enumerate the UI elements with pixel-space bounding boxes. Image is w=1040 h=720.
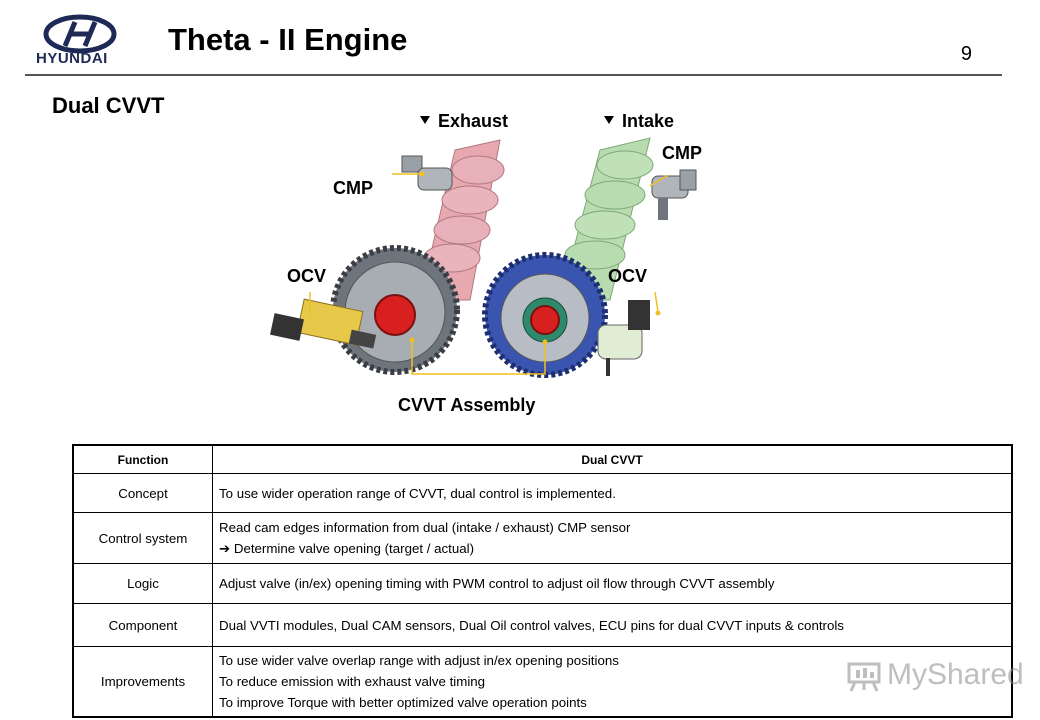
cvvt-assembly-label: CVVT Assembly xyxy=(398,395,536,415)
table-row: Concept To use wider operation range of … xyxy=(72,473,1013,513)
header-dual-cvvt: Dual CVVT xyxy=(212,444,1013,474)
page-number: 9 xyxy=(960,43,972,65)
header-function: Function xyxy=(72,444,213,474)
intake-ocv xyxy=(597,300,650,376)
row-description: To use wider operation range of CVVT, du… xyxy=(212,473,1013,513)
cmp-label-exhaust: CMP xyxy=(333,178,373,198)
header-divider xyxy=(25,74,1002,76)
table-row: Logic Adjust valve (in/ex) opening timin… xyxy=(72,563,1013,604)
page-title: Theta - II Engine xyxy=(168,22,408,57)
triangle-down-icon xyxy=(604,116,614,125)
table-row: Component Dual VVTI modules, Dual CAM se… xyxy=(72,603,1013,647)
hyundai-logo-icon xyxy=(43,14,117,54)
exhaust-label: Exhaust xyxy=(420,111,508,132)
row-function: Improvements xyxy=(72,646,213,718)
row-function: Concept xyxy=(72,473,213,513)
brand-wordmark: HYUNDAI xyxy=(36,50,108,67)
intake-label: Intake xyxy=(604,111,674,132)
ocv-label-intake: OCV xyxy=(608,266,648,286)
triangle-down-icon xyxy=(420,116,430,125)
row-description: Adjust valve (in/ex) opening timing with… xyxy=(212,563,1013,604)
ocv-label-exhaust: OCV xyxy=(287,266,327,286)
intake-camshaft xyxy=(559,137,654,301)
row-description: Read cam edges information from dual (in… xyxy=(212,512,1013,564)
leader-lines xyxy=(309,173,669,375)
row-function: Component xyxy=(72,603,213,647)
row-description: Dual VVTI modules, Dual CAM sensors, Dua… xyxy=(212,603,1013,647)
cmp-label-intake: CMP xyxy=(662,143,702,163)
row-function: Logic xyxy=(72,563,213,604)
watermark: MyShared xyxy=(847,656,1024,696)
exhaust-camshaft xyxy=(419,139,505,301)
intake-cmp-sensor xyxy=(651,169,697,220)
table-header-row: Function Dual CVVT xyxy=(72,444,1013,474)
section-title: Dual CVVT xyxy=(52,93,165,118)
watermark-text: MyShared xyxy=(887,658,1024,691)
exhaust-cmp-sensor xyxy=(401,155,453,191)
table-row: Control system Read cam edges informatio… xyxy=(72,512,1013,564)
exhaust-ocv xyxy=(270,298,377,349)
intake-cvvt-gear xyxy=(482,252,608,378)
spec-table: Function Dual CVVT Concept To use wider … xyxy=(72,444,1013,718)
presentation-board-icon xyxy=(847,662,881,692)
row-function: Control system xyxy=(72,512,213,564)
